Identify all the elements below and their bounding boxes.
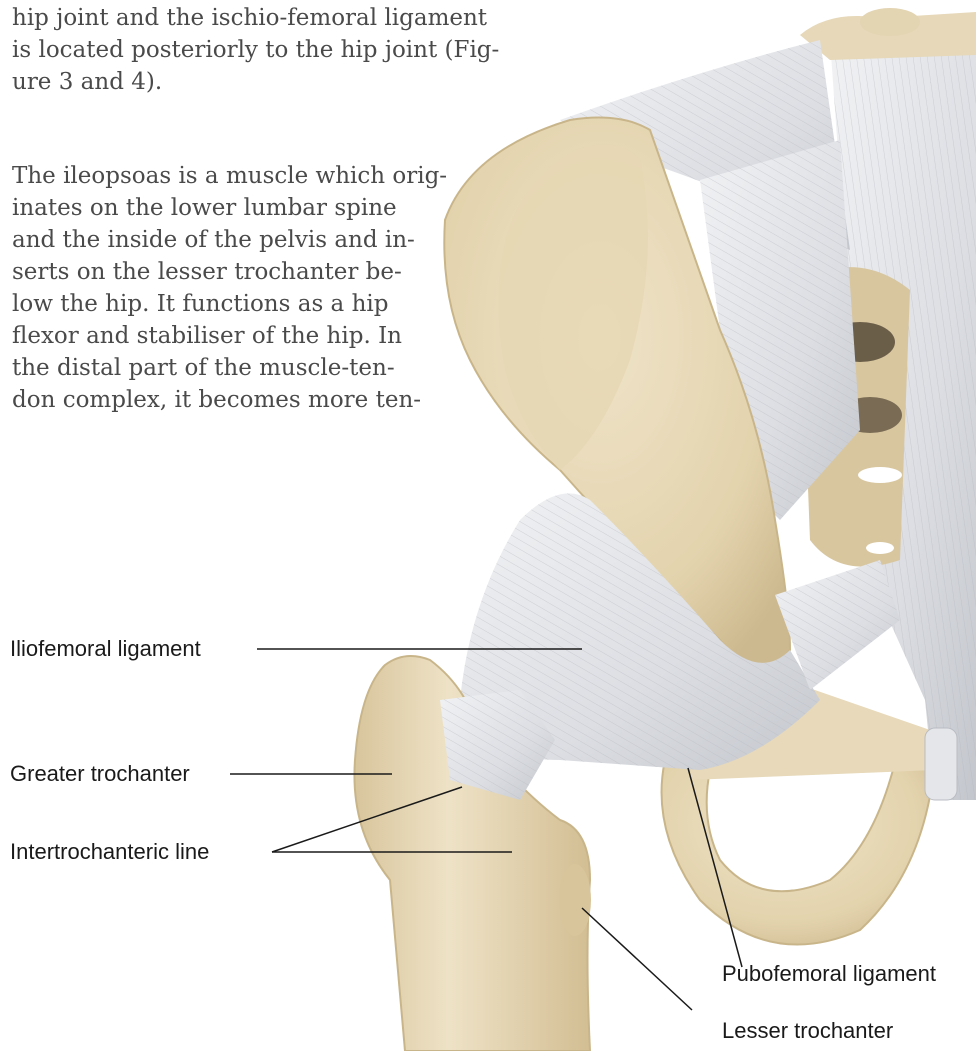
- label-lesser-trochanter: Lesser trochanter: [722, 1018, 893, 1044]
- label-iliofemoral-ligament: Iliofemoral ligament: [10, 636, 201, 662]
- text-line: serts on the lesser trochanter be-: [12, 256, 447, 288]
- text-line: hip joint and the ischio-femoral ligamen…: [12, 2, 499, 34]
- text-line: and the inside of the pelvis and in-: [12, 224, 447, 256]
- label-pubofemoral-ligament: Pubofemoral ligament: [722, 961, 936, 987]
- text-line: ure 3 and 4).: [12, 66, 499, 98]
- paragraph-ileopsoas: The ileopsoas is a muscle which orig- in…: [12, 160, 447, 416]
- text-line: flexor and stabiliser of the hip. In: [12, 320, 447, 352]
- label-intertrochanteric-line: Intertrochanteric line: [10, 839, 209, 865]
- text-line: inates on the lower lumbar spine: [12, 192, 447, 224]
- text-line: is located posteriorly to the hip joint …: [12, 34, 499, 66]
- text-line: don complex, it becomes more ten-: [12, 384, 447, 416]
- paragraph-ligaments: hip joint and the ischio-femoral ligamen…: [12, 2, 499, 98]
- text-line: The ileopsoas is a muscle which orig-: [12, 160, 447, 192]
- text-line: low the hip. It functions as a hip: [12, 288, 447, 320]
- label-greater-trochanter: Greater trochanter: [10, 761, 190, 787]
- text-line: the distal part of the muscle-ten-: [12, 352, 447, 384]
- leader-lesser-trochanter: [582, 908, 692, 1010]
